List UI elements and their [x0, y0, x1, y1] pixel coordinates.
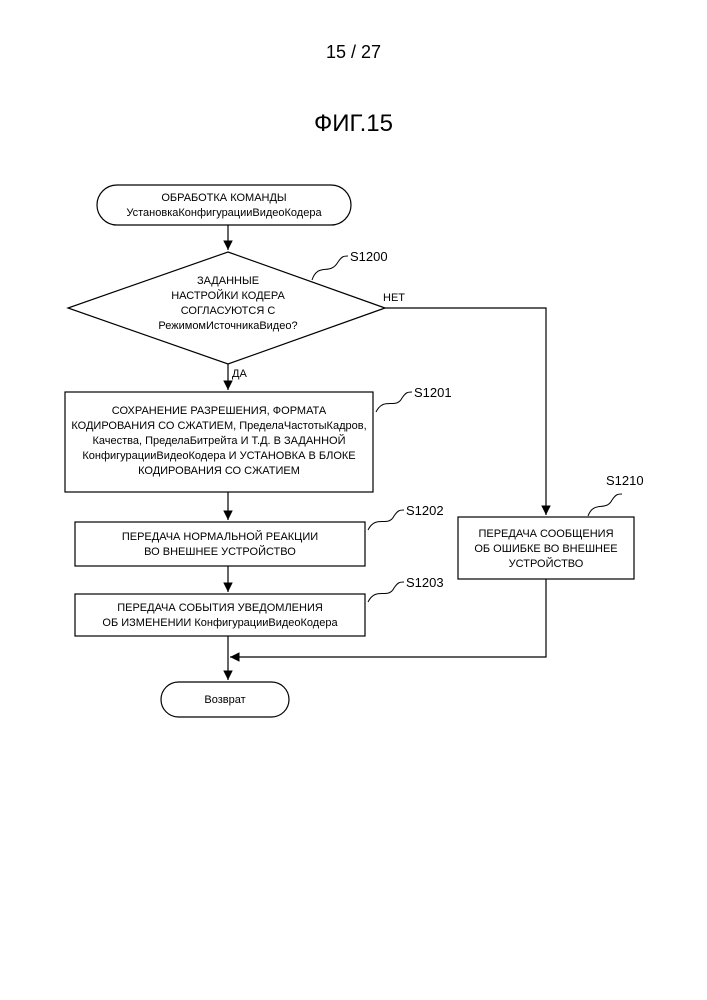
- process-s1201: СОХРАНЕНИЕ РАЗРЕШЕНИЯ, ФОРМАТА КОДИРОВАН…: [65, 392, 373, 492]
- s1210-line-2: ОБ ОШИБКЕ ВО ВНЕШНЕЕ: [474, 543, 617, 555]
- s1201-line-1: СОХРАНЕНИЕ РАЗРЕШЕНИЯ, ФОРМАТА: [112, 405, 327, 417]
- leader-s1200: [312, 256, 348, 280]
- end-terminator: Возврат: [161, 682, 289, 717]
- start-line-1: ОБРАБОТКА КОМАНДЫ: [161, 192, 286, 204]
- process-s1202: ПЕРЕДАЧА НОРМАЛЬНОЙ РЕАКЦИИ ВО ВНЕШНЕЕ У…: [75, 522, 365, 566]
- decision-line-4: РежимомИсточникаВидео?: [158, 320, 297, 332]
- end-line-1: Возврат: [204, 694, 245, 706]
- s1210-line-3: УСТРОЙСТВО: [509, 557, 584, 570]
- s1201-line-4: КонфигурацииВидеоКодера И УСТАНОВКА В БЛ…: [82, 450, 355, 462]
- start-terminator: ОБРАБОТКА КОМАНДЫ УстановкаКонфигурацииВ…: [97, 185, 351, 225]
- s1203-line-2: ОБ ИЗМЕНЕНИИ КонфигурацииВидеоКодера: [102, 617, 338, 629]
- s1201-line-5: КОДИРОВАНИЯ СО СЖАТИЕМ: [138, 465, 300, 477]
- s1202-line-1: ПЕРЕДАЧА НОРМАЛЬНОЙ РЕАКЦИИ: [122, 530, 318, 543]
- leader-s1201: [376, 392, 412, 412]
- label-s1210: S1210: [606, 473, 644, 488]
- branch-yes-label: ДА: [232, 368, 247, 380]
- leader-s1203: [368, 582, 404, 602]
- s1202-line-2: ВО ВНЕШНЕЕ УСТРОЙСТВО: [144, 545, 296, 558]
- label-s1201: S1201: [414, 385, 452, 400]
- decision-line-3: СОГЛАСУЮТСЯ С: [181, 305, 276, 317]
- arrow-no-branch: [385, 308, 546, 515]
- decision-line-1: ЗАДАННЫЕ: [197, 275, 259, 287]
- branch-no-label: НЕТ: [383, 292, 405, 304]
- label-s1203: S1203: [406, 575, 444, 590]
- decision-diamond: ЗАДАННЫЕ НАСТРОЙКИ КОДЕРА СОГЛАСУЮТСЯ С …: [68, 252, 385, 364]
- leader-s1202: [368, 510, 404, 530]
- process-s1210: ПЕРЕДАЧА СООБЩЕНИЯ ОБ ОШИБКЕ ВО ВНЕШНЕЕ …: [458, 517, 634, 579]
- decision-line-2: НАСТРОЙКИ КОДЕРА: [171, 289, 285, 302]
- s1201-line-2: КОДИРОВАНИЯ СО СЖАТИЕМ, ПределаЧастотыКа…: [71, 420, 366, 432]
- process-s1203: ПЕРЕДАЧА СОБЫТИЯ УВЕДОМЛЕНИЯ ОБ ИЗМЕНЕНИ…: [75, 594, 365, 636]
- start-line-2: УстановкаКонфигурацииВидеоКодера: [126, 207, 322, 219]
- leader-s1210: [588, 494, 622, 516]
- label-s1200: S1200: [350, 249, 388, 264]
- s1203-line-1: ПЕРЕДАЧА СОБЫТИЯ УВЕДОМЛЕНИЯ: [117, 602, 323, 614]
- s1201-line-3: Качества, ПределаБитрейта И Т.Д. В ЗАДАН…: [92, 434, 345, 447]
- s1210-line-1: ПЕРЕДАЧА СООБЩЕНИЯ: [478, 528, 613, 540]
- label-s1202: S1202: [406, 503, 444, 518]
